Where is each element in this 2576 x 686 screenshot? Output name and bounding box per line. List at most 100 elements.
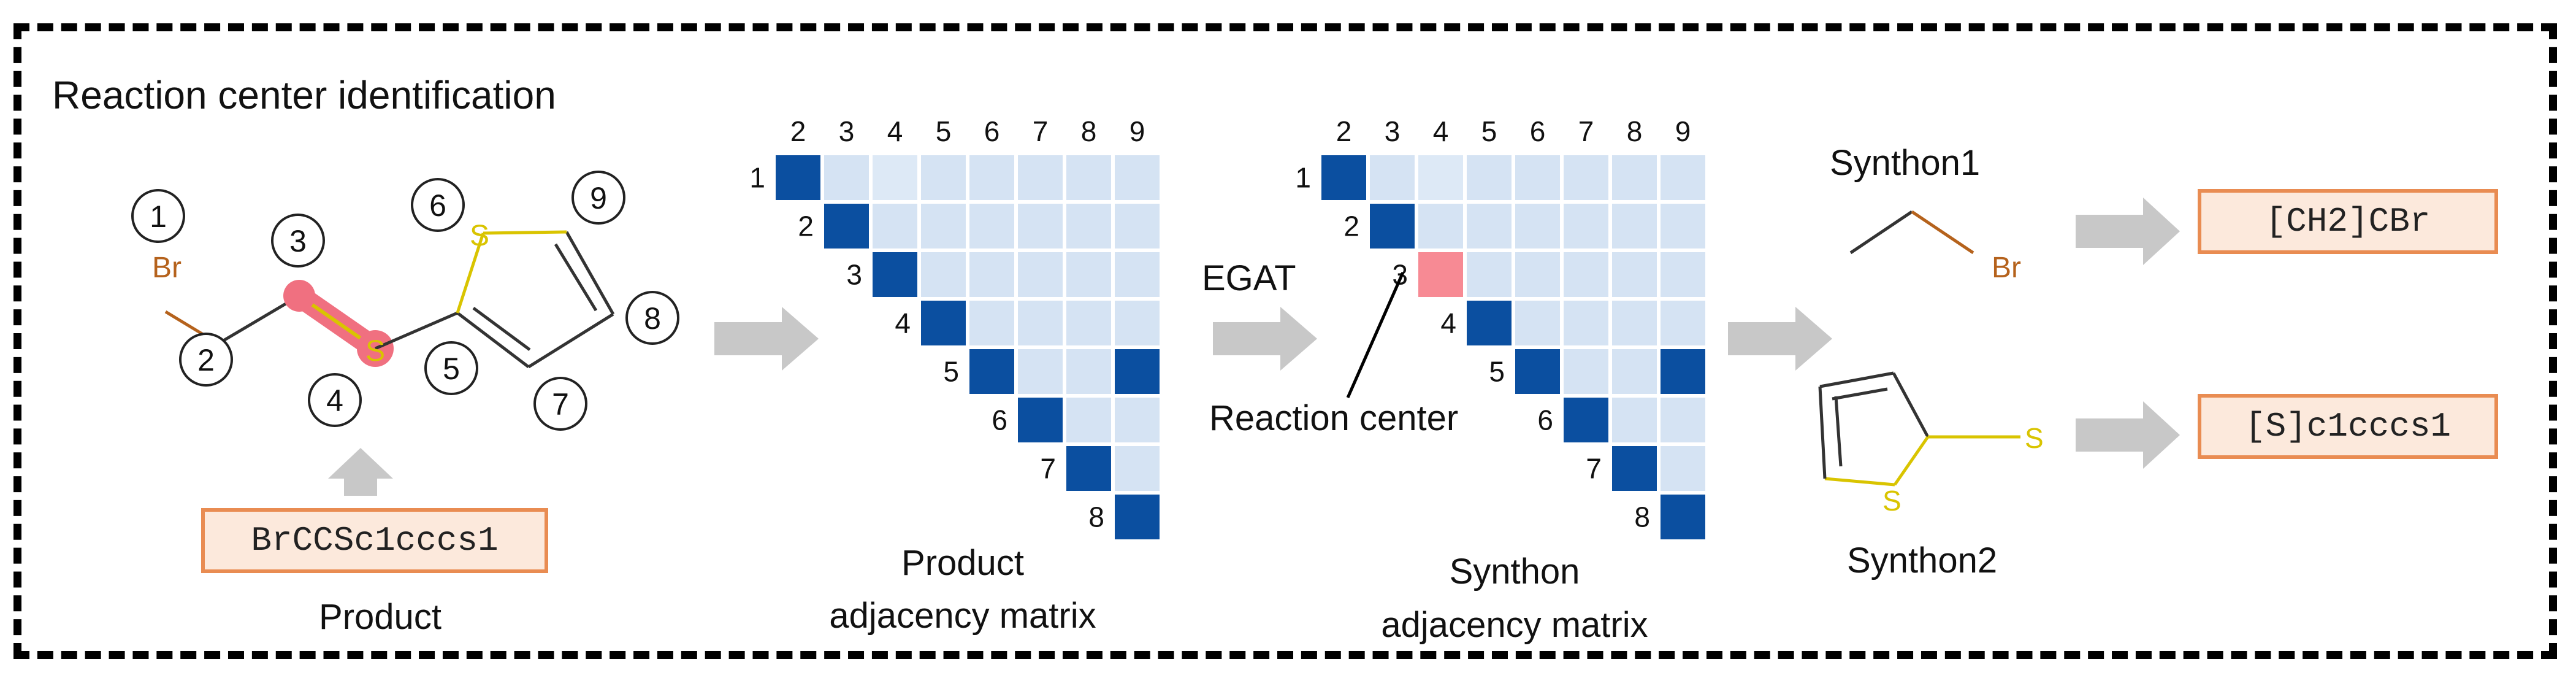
matrix-cell-empty [1066, 252, 1111, 297]
product-caption: Product [319, 597, 441, 637]
matrix-col-label: 4 [887, 115, 903, 147]
svg-text:6: 6 [429, 188, 446, 223]
matrix-cell-empty [1418, 204, 1463, 249]
matrix-cell-empty [921, 252, 966, 297]
matrix-cell-empty [969, 252, 1014, 297]
matrix-cell-bond [1564, 398, 1608, 442]
arrow-to-synthon2-smiles [2076, 401, 2180, 469]
matrix-cell-empty [1661, 301, 1705, 345]
atom-number-7: 7 [533, 377, 587, 431]
atom-number-6: 6 [411, 178, 465, 232]
matrix-cell-empty [1018, 204, 1063, 249]
matrix-cell-empty [1018, 155, 1063, 200]
ring-double-c7-c8 [554, 243, 598, 312]
matrix-cell-empty [1066, 301, 1111, 345]
matrix-cell-reaction-center [1418, 252, 1463, 297]
matrix-cell-empty [969, 204, 1014, 249]
matrix-cell-empty [1515, 204, 1560, 249]
matrix-row-label: 5 [943, 356, 959, 388]
matrix-cell-empty [969, 301, 1014, 345]
arrow-to-synthons [1728, 307, 1832, 371]
matrix-col-label: 3 [839, 115, 855, 147]
matrix-col-label: 3 [1385, 115, 1401, 147]
svg-text:9: 9 [590, 181, 607, 215]
synthon1-smiles-box: [CH2]CBr [2198, 189, 2498, 254]
matrix-cell-empty [1564, 204, 1608, 249]
synthon1-label: Synthon1 [1830, 143, 1981, 183]
svg-text:2: 2 [197, 343, 215, 377]
matrix-cell-empty [1661, 155, 1705, 200]
atom-s-ring-label: S [470, 220, 489, 252]
matrix-cell-bond [1115, 495, 1160, 539]
matrix-row-label: 6 [1537, 404, 1553, 436]
matrix-cell-empty [1066, 204, 1111, 249]
matrix-cell-empty [1515, 155, 1560, 200]
matrix-cell-bond [1066, 446, 1111, 491]
matrix-col-label: 5 [936, 115, 952, 147]
product-matrix-caption-2: adjacency matrix [829, 596, 1096, 636]
svg-text:8: 8 [644, 301, 661, 336]
matrix-col-label: 2 [790, 115, 806, 147]
atom-number-2: 2 [179, 333, 233, 387]
reaction-center-label: Reaction center [1209, 398, 1459, 438]
matrix-cell-empty [824, 155, 869, 200]
matrix-cell-empty [1661, 252, 1705, 297]
atom-number-9: 9 [571, 171, 625, 225]
atom-number-4: 4 [308, 373, 362, 427]
product-smiles-box: BrCCSc1cccs1 [201, 508, 548, 573]
egat-label: EGAT [1202, 258, 1296, 298]
matrix-row-label: 6 [992, 404, 1007, 436]
matrix-cell-empty [1515, 301, 1560, 345]
flow-arrows [328, 198, 2180, 496]
matrix-cell-empty [1018, 349, 1063, 394]
matrix-cell-empty [1612, 349, 1657, 394]
matrix-col-label: 4 [1433, 115, 1449, 147]
matrix-row-label: 5 [1489, 356, 1505, 388]
atom-s-chain-label: S [365, 335, 385, 368]
arrow-up-from-smiles [328, 448, 393, 496]
matrix-cell-empty [1612, 155, 1657, 200]
synthon-matrix-caption-2: adjacency matrix [1381, 605, 1648, 645]
ring-bond-c5-c6 [456, 312, 530, 368]
matrix-cell-empty [873, 204, 917, 249]
matrix-col-label: 5 [1481, 115, 1497, 147]
matrix-cell-empty [1018, 301, 1063, 345]
synthon1-structure [1849, 210, 1974, 255]
diagram-title: Reaction center identification [52, 73, 556, 117]
ring-bond-c8-s9 [483, 230, 567, 235]
matrix-cell-empty [1115, 252, 1160, 297]
matrix-cell-empty [1066, 398, 1111, 442]
matrix-col-label: 8 [1081, 115, 1097, 147]
svg-text:4: 4 [326, 383, 343, 418]
atom-highlight-c3 [283, 280, 315, 312]
matrix-cell-bond [1321, 155, 1366, 200]
matrix-col-label: 9 [1129, 115, 1145, 147]
synthon1-br-label: Br [1992, 252, 2021, 284]
arrow-to-synthon1-smiles [2076, 198, 2180, 265]
matrix-cell-empty [873, 155, 917, 200]
matrix-col-label: 6 [1530, 115, 1546, 147]
matrix-row-label: 2 [798, 210, 814, 242]
matrix-cell-empty [1612, 301, 1657, 345]
ring-double-c5-c6 [472, 306, 531, 352]
matrix-cell-empty [1018, 252, 1063, 297]
matrix-cell-empty [1564, 349, 1608, 394]
atom-number-8: 8 [625, 291, 679, 345]
bond-s-ring [375, 311, 458, 350]
matrix-cell-empty [1115, 204, 1160, 249]
arrow-to-product-matrix [714, 307, 819, 371]
matrix-cell-empty [1066, 155, 1111, 200]
arrow-egat [1213, 307, 1317, 371]
matrix-cell-empty [921, 204, 966, 249]
matrix-row-label: 8 [1088, 501, 1104, 533]
synthon-matrix-caption-1: Synthon [1449, 552, 1580, 592]
matrix-cell-empty [1564, 155, 1608, 200]
reaction-center-pointer [1346, 271, 1405, 399]
matrix-col-label: 7 [1578, 115, 1594, 147]
svg-text:5: 5 [443, 352, 460, 386]
matrix-cell-empty [1612, 398, 1657, 442]
matrix-cell-empty [1418, 155, 1463, 200]
matrix-cell-bond [969, 349, 1014, 394]
